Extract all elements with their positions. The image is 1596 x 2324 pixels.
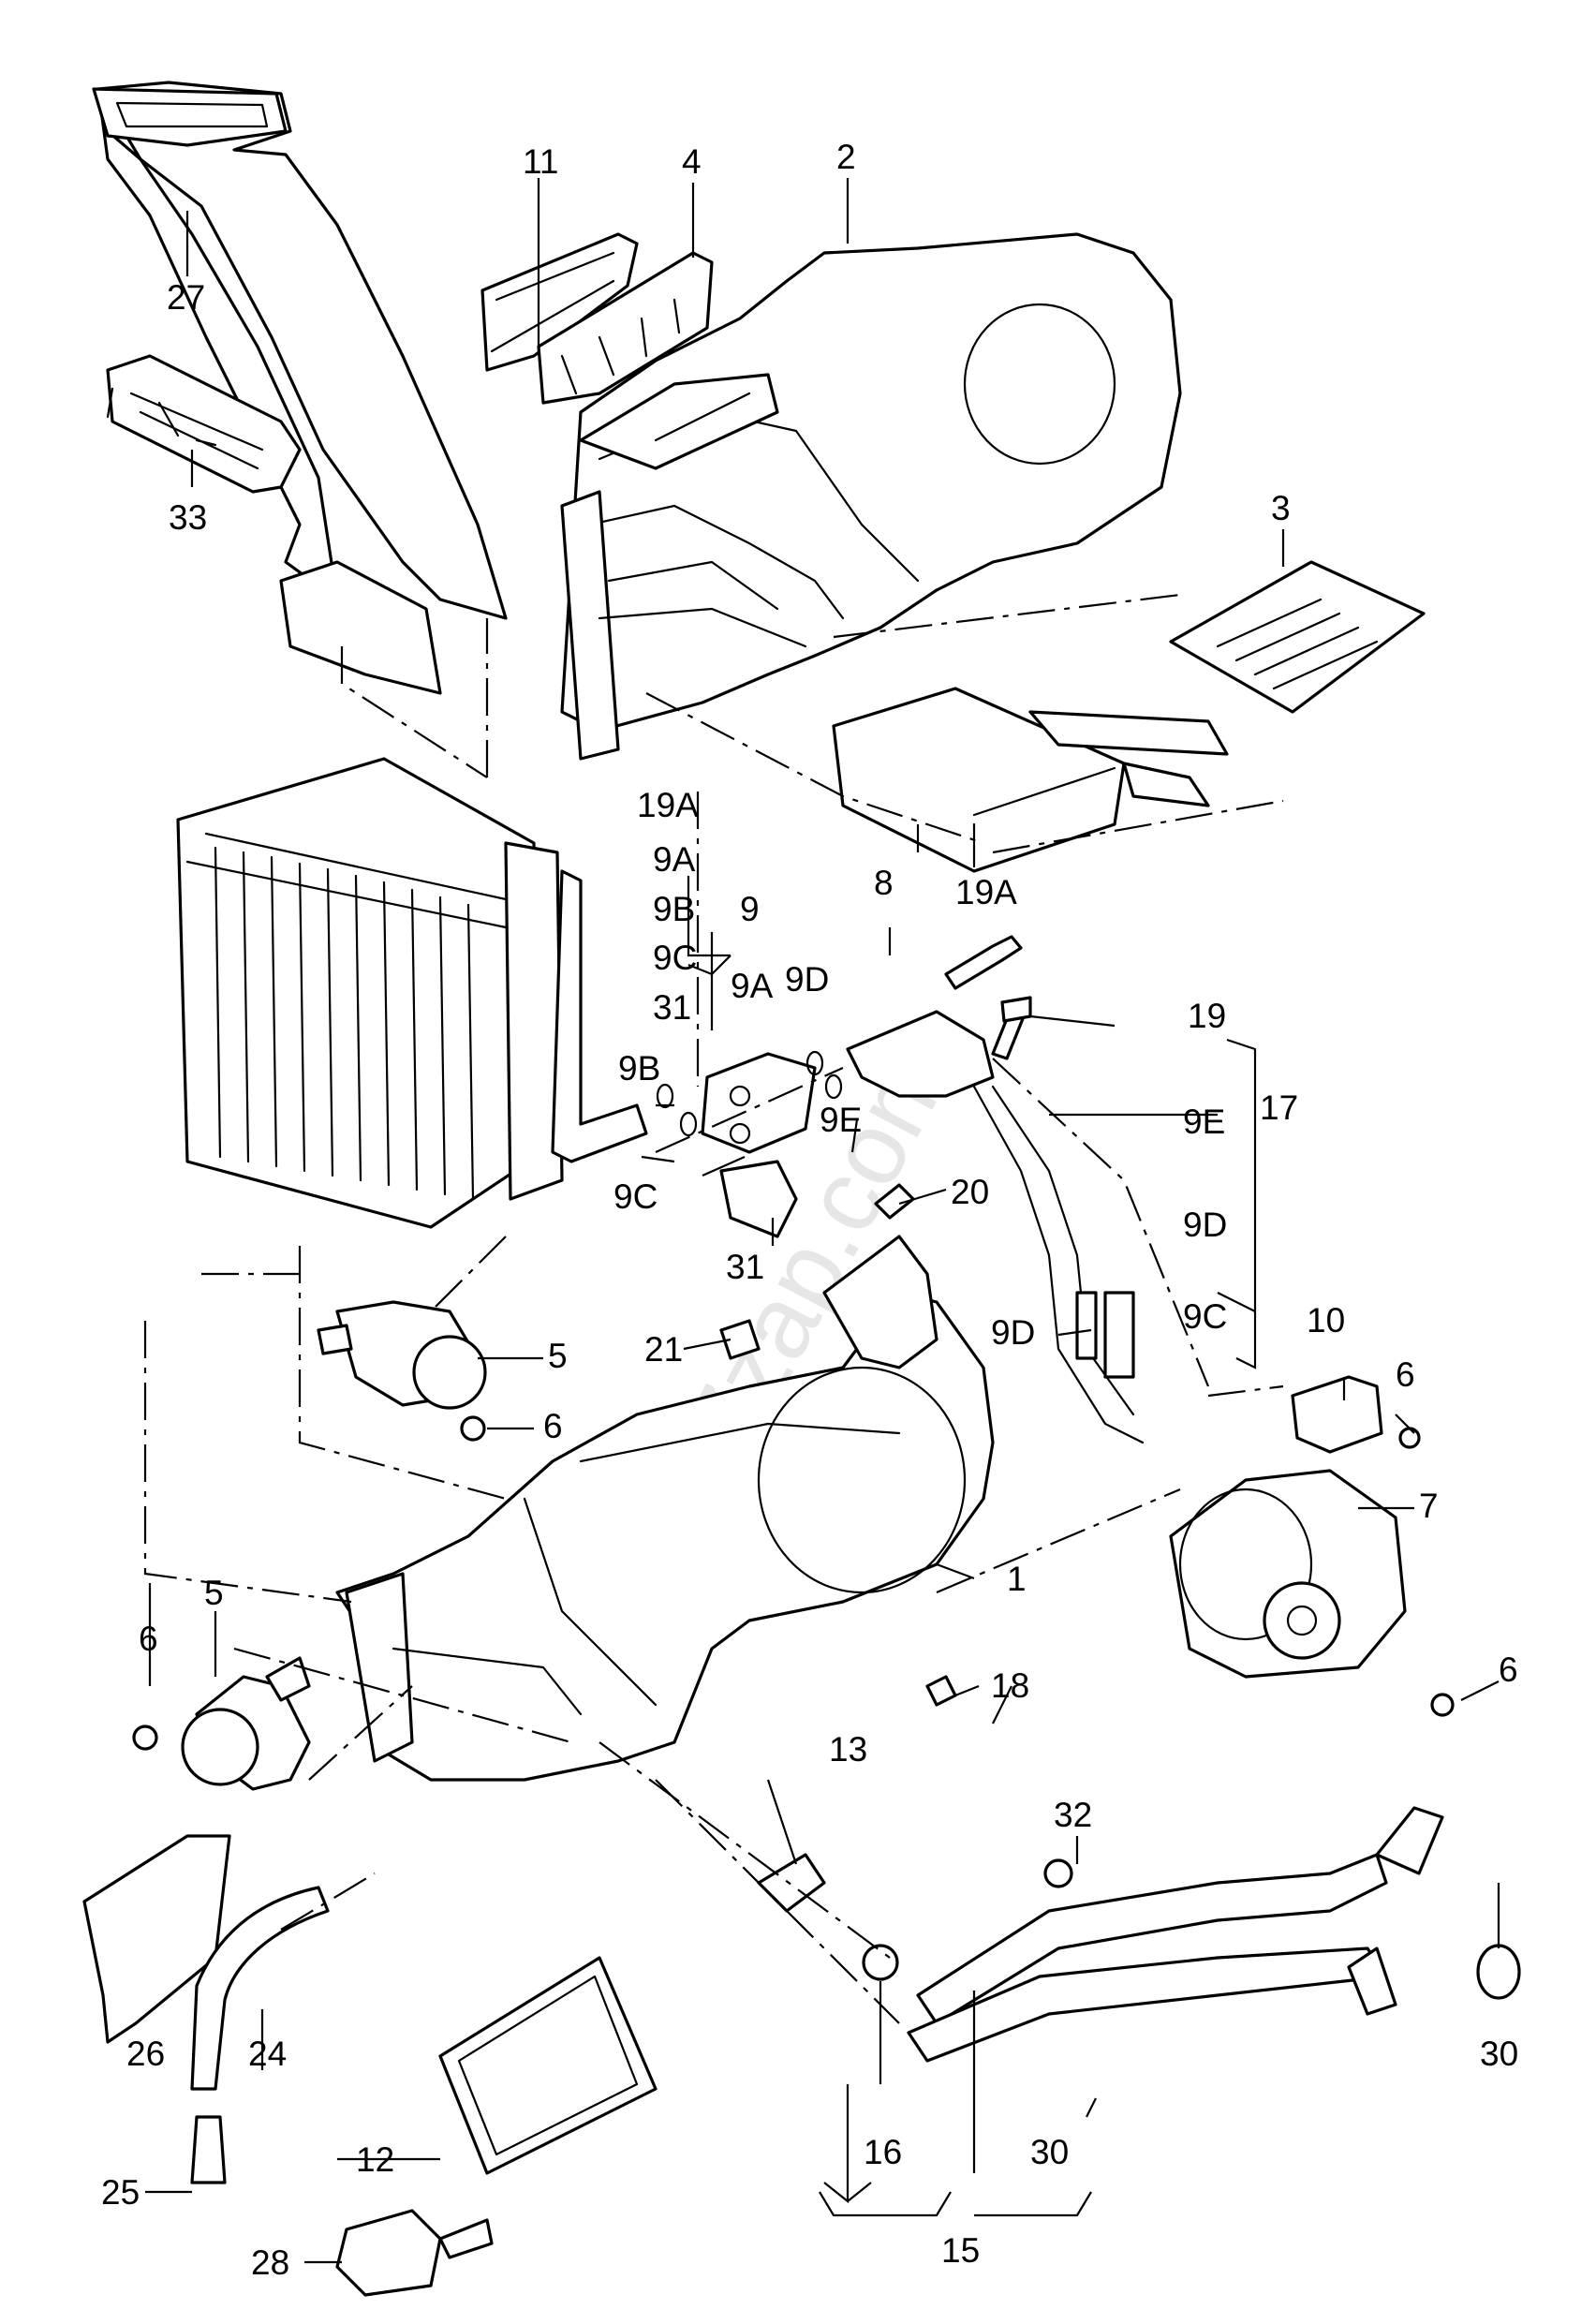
filter-part-3 — [1169, 560, 1426, 714]
nut-part-32 — [1043, 1858, 1073, 1888]
heater-core-part-8 — [832, 687, 1229, 873]
callout-26: 26 — [126, 2035, 165, 2073]
callout-9A-top: 9A — [653, 840, 696, 879]
callout-9C: 9C — [613, 1177, 658, 1216]
actuator-part-5-lower — [181, 1656, 311, 1791]
blower-motor-part-7 — [1169, 1469, 1407, 1679]
callout-6-c: 6 — [1396, 1355, 1415, 1394]
callout-31: 31 — [726, 1248, 764, 1286]
expansion-valve-part-9A — [701, 1052, 817, 1154]
clip-part-18 — [925, 1675, 957, 1707]
callout-19A: 19A — [955, 873, 1017, 911]
sensor-part-28 — [335, 2209, 494, 2297]
callout-2: 2 — [836, 138, 856, 176]
callout-9D-lower: 9D — [991, 1313, 1035, 1352]
upper-housing-part-2 — [560, 232, 1182, 761]
callout-9A: 9A — [731, 967, 774, 1005]
cover-part-26 — [82, 1834, 231, 2044]
resistor-part-10 — [1291, 1375, 1383, 1454]
callout-9B: 9B — [618, 1049, 660, 1088]
callout-6-b: 6 — [139, 1620, 158, 1658]
callout-3: 3 — [1271, 489, 1291, 527]
callout-9C-top: 9C — [653, 939, 697, 977]
callout-30-bottom: 30 — [1030, 2133, 1069, 2171]
callout-20: 20 — [951, 1173, 989, 1211]
bolt-part-19A — [944, 935, 1023, 990]
callout-27: 27 — [167, 278, 205, 317]
cap-part-30 — [1476, 1944, 1521, 2000]
callout-8: 8 — [874, 864, 894, 902]
screw-part-6-d — [1430, 1693, 1455, 1717]
leader-lines — [145, 178, 1500, 2264]
bolt-part-19 — [991, 996, 1032, 1060]
screw-part-6-a — [460, 1415, 486, 1442]
actuator-part-5-upper — [317, 1300, 487, 1410]
evaporator — [176, 757, 648, 1229]
callout-9D: 9D — [785, 960, 829, 999]
callout-28: 28 — [251, 2243, 289, 2282]
callout-33: 33 — [169, 498, 207, 537]
screw-part-6-b — [132, 1724, 158, 1751]
callout-16: 16 — [864, 2133, 902, 2171]
callout-12: 12 — [356, 2140, 394, 2179]
callout-11: 11 — [523, 142, 558, 181]
callout-5-lower: 5 — [204, 1574, 224, 1612]
heater-hoses-part-15 — [907, 1806, 1444, 2063]
callout-32: 32 — [1054, 1796, 1092, 1834]
callout-24: 24 — [248, 2035, 287, 2073]
callout-30-right: 30 — [1480, 2035, 1518, 2073]
callout-18: 18 — [991, 1666, 1029, 1705]
callout-6-a: 6 — [543, 1407, 563, 1445]
drain-valve-part-25 — [190, 2115, 227, 2184]
callout-9: 9 — [740, 890, 760, 928]
callout-19A-top: 19A — [637, 786, 699, 824]
filter-part-12 — [438, 1956, 658, 2175]
callout-7: 7 — [1419, 1487, 1439, 1525]
clip-part-21 — [719, 1319, 761, 1360]
callout-31-top: 31 — [653, 988, 691, 1027]
callout-9E: 9E — [820, 1101, 862, 1139]
vent-part-33 — [106, 354, 302, 494]
assembly-lines — [143, 593, 1284, 2024]
callout-9B-top: 9B — [653, 890, 695, 928]
gasket-part-31 — [719, 1160, 798, 1238]
callout-13: 13 — [829, 1730, 867, 1769]
callout-9C-lower: 9C — [1183, 1297, 1227, 1336]
o-rings-part-9 — [656, 1050, 843, 1137]
callout-17: 17 — [1260, 1088, 1298, 1127]
drain-hose-part-24 — [190, 1886, 330, 2091]
clamp-part-16 — [862, 1944, 899, 1981]
callout-9D-group: 9D — [1183, 1206, 1227, 1244]
filter-part-11 — [480, 232, 639, 372]
callout-4: 4 — [682, 142, 702, 181]
callout-15: 15 — [941, 2231, 980, 2270]
callout-9E-group: 9E — [1183, 1103, 1225, 1141]
refrigerant-lines-part-17 — [846, 1010, 1145, 1444]
lower-housing-part-1 — [335, 1235, 995, 1782]
callout-1: 1 — [1007, 1560, 1027, 1598]
callout-19: 19 — [1188, 997, 1226, 1035]
callout-6-d: 6 — [1499, 1650, 1518, 1689]
callout-10: 10 — [1307, 1301, 1345, 1340]
callout-21: 21 — [644, 1330, 683, 1369]
screw-part-6-c — [1398, 1427, 1421, 1449]
callouts: 11 4 2 27 33 3 19A 9A 9B 9C 31 9 8 19A 9… — [101, 138, 1518, 2282]
callout-5-upper: 5 — [548, 1337, 568, 1375]
callout-25: 25 — [101, 2173, 140, 2212]
